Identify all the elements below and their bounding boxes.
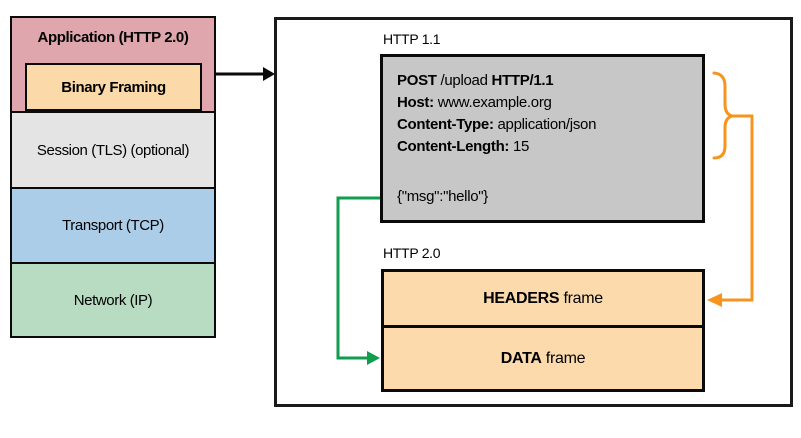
request-line-host: Host: www.example.org [397, 92, 702, 114]
binary-framing-label: Binary Framing [61, 78, 166, 96]
session-label: Session (TLS) (optional) [36, 141, 190, 159]
request-body: {"msg":"hello"} [397, 188, 489, 205]
header-name: Content-Length: [397, 138, 510, 155]
header-name: Content-Type: [397, 116, 494, 133]
data-frame-rest: frame [541, 349, 586, 367]
data-frame-box: DATA frame [381, 325, 705, 392]
header-value: application/json [493, 116, 597, 133]
header-value: 15 [509, 138, 530, 155]
stack-to-panel-arrow [215, 67, 275, 81]
network-label: Network (IP) [73, 291, 153, 309]
stack-section-transport: Transport (TCP) [10, 187, 216, 262]
header-name: Host: [397, 94, 434, 111]
request-path: /upload [436, 72, 492, 89]
transport-label: Transport (TCP) [62, 217, 164, 234]
http11-request-box: POST /upload HTTP/1.1 Host: www.example.… [380, 54, 705, 223]
stack-section-session: Session (TLS) (optional) [10, 111, 216, 187]
header-value: www.example.org [433, 94, 552, 111]
stack-section-network: Network (IP) [10, 262, 216, 338]
request-line-content-type: Content-Type: application/json [397, 114, 702, 136]
headers-frame-box: HEADERS frame [381, 269, 705, 328]
headers-frame-rest: frame [559, 289, 603, 307]
application-label: Application (HTTP 2.0) [37, 29, 189, 46]
headers-frame-label: HEADERS frame [483, 290, 603, 308]
request-version: HTTP/1.1 [491, 72, 554, 89]
request-line-start: POST /upload HTTP/1.1 [397, 70, 702, 92]
request-method: POST [397, 72, 437, 89]
data-frame-label: DATA frame [500, 349, 586, 368]
http11-label: HTTP 1.1 [383, 31, 441, 47]
headers-frame-bold: HEADERS [483, 289, 560, 307]
http20-label: HTTP 2.0 [383, 245, 441, 261]
request-blank-line [397, 158, 702, 186]
request-line-content-length: Content-Length: 15 [397, 136, 702, 158]
data-frame-bold: DATA [500, 349, 542, 367]
binary-framing-box: Binary Framing [25, 63, 202, 111]
